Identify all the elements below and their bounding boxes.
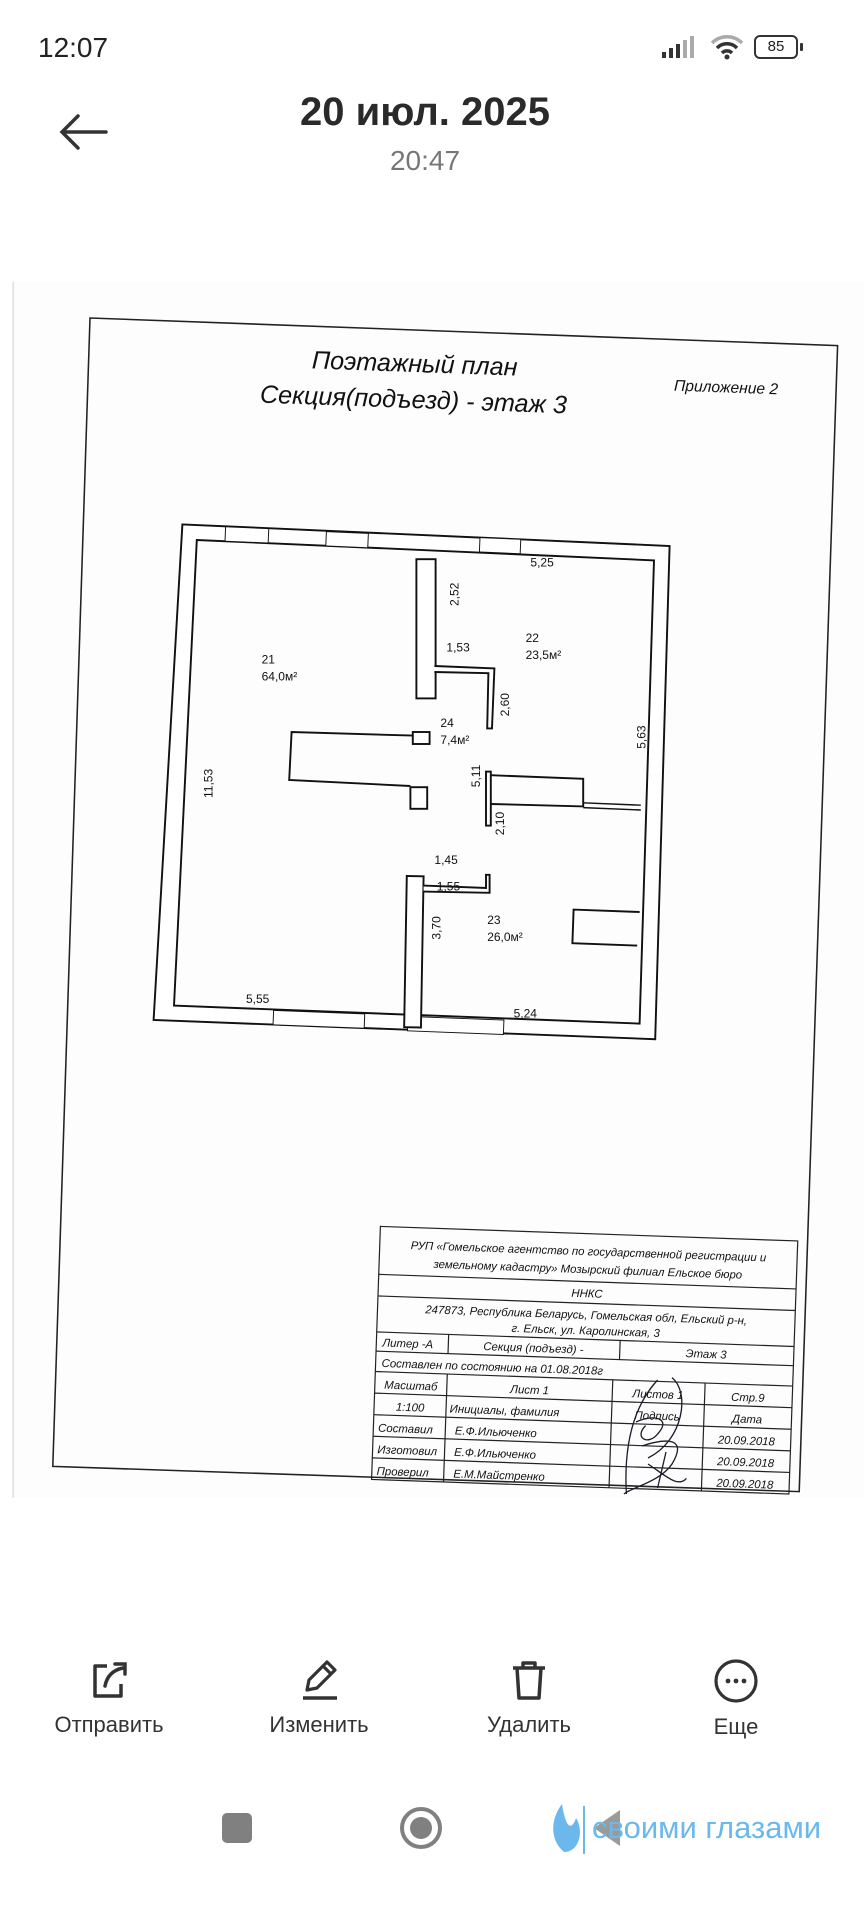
person-name: Е.Ф.Ильюченко bbox=[454, 1447, 536, 1462]
watermark: своими глазами bbox=[546, 1800, 821, 1856]
edit-label: Изменить bbox=[269, 1712, 369, 1737]
object-name: ННКС bbox=[571, 1288, 603, 1301]
plan-heading: Поэтажный план bbox=[311, 346, 518, 381]
sheets: Листов 1 bbox=[631, 1388, 683, 1402]
title-block: РУП «Гомельское агентство по государстве… bbox=[370, 1225, 799, 1495]
org-line-1: РУП «Гомельское агентство по государстве… bbox=[410, 1240, 767, 1264]
role: Изготовил bbox=[377, 1444, 438, 1458]
edit-button[interactable]: Изменить bbox=[239, 1658, 399, 1738]
dimension-label: 5,25 bbox=[530, 555, 554, 569]
back-nav-button[interactable] bbox=[590, 1808, 624, 1853]
dimension-label: 5,11 bbox=[469, 764, 483, 787]
scale: 1:100 bbox=[396, 1402, 426, 1415]
trash-icon bbox=[513, 1661, 545, 1700]
share-button[interactable]: Отправить bbox=[29, 1658, 189, 1738]
address-line-2: г. Ельск, ул. Каролинская, 3 bbox=[511, 1323, 660, 1340]
triangle-back-icon bbox=[594, 1810, 620, 1846]
date: 20.09.2018 bbox=[717, 1434, 776, 1448]
dimension-label: 1,53 bbox=[446, 641, 470, 655]
liter: Литер -А bbox=[381, 1338, 433, 1352]
date-label: Дата bbox=[730, 1413, 762, 1426]
signal-icon bbox=[662, 36, 694, 58]
more-icon bbox=[714, 1659, 758, 1703]
room-number: 23 bbox=[487, 913, 501, 927]
role: Составил bbox=[378, 1423, 434, 1437]
dimension-label: 3,70 bbox=[429, 916, 443, 940]
floor: Этаж 3 bbox=[685, 1348, 727, 1361]
action-bar: Отправить Изменить Удалить Еще bbox=[0, 1650, 864, 1760]
address-line-1: 247873, Республика Беларусь, Гомельская … bbox=[424, 1304, 747, 1327]
appendix-label: Приложение 2 bbox=[674, 378, 779, 399]
share-icon bbox=[93, 1662, 127, 1698]
dimension-label: 1,55 bbox=[437, 879, 461, 893]
dimension-label: 5,63 bbox=[635, 725, 649, 749]
dimension-label: 2,60 bbox=[498, 693, 512, 717]
state-date: Составлен по состоянию на 01.08.2018г bbox=[381, 1358, 603, 1378]
signature-label: Подпись bbox=[634, 1410, 680, 1424]
scale-label: Масштаб bbox=[384, 1380, 438, 1394]
room-number: 21 bbox=[262, 653, 276, 667]
dimension-label: 5,55 bbox=[246, 992, 270, 1006]
recents-button[interactable] bbox=[221, 1812, 253, 1849]
room-number: 22 bbox=[526, 631, 540, 645]
home-button[interactable] bbox=[399, 1806, 443, 1855]
date: 20.09.2018 bbox=[716, 1456, 775, 1470]
paper bbox=[12, 282, 864, 1498]
drawing-frame bbox=[51, 317, 839, 1493]
role: Проверил bbox=[376, 1466, 429, 1480]
wifi-icon bbox=[710, 35, 744, 60]
page-number: Стр.9 bbox=[731, 1392, 765, 1405]
person-name: Е.Ф.Ильюченко bbox=[455, 1425, 537, 1440]
arrow-left-icon bbox=[59, 114, 108, 150]
status-time: 12:07 bbox=[38, 32, 109, 63]
sheet: Лист 1 bbox=[509, 1384, 549, 1397]
home-circle-icon bbox=[400, 1807, 442, 1849]
back-button[interactable] bbox=[56, 110, 112, 154]
org-line-2: земельному кадастру» Мозырский филиал Ел… bbox=[432, 1259, 742, 1282]
plan-subheading: Секция(подъезд) - этаж 3 bbox=[260, 381, 568, 420]
dimension-label: 1,45 bbox=[434, 853, 458, 867]
dimension-label: 11,53 bbox=[201, 769, 215, 798]
initials-label: Инициалы, фамилия bbox=[449, 1404, 559, 1420]
dimension-label: 5,24 bbox=[514, 1007, 538, 1021]
share-label: Отправить bbox=[54, 1712, 164, 1737]
room-area: 7,4м² bbox=[440, 733, 469, 747]
floor-plan bbox=[152, 523, 671, 1041]
status-icons: 85 bbox=[660, 34, 803, 60]
section: Секция (подъезд) - bbox=[483, 1341, 584, 1356]
page-title: 20 июл. 2025 bbox=[300, 90, 550, 134]
page-subtitle: 20:47 bbox=[389, 145, 461, 176]
person-name: Е.М.Майстренко bbox=[453, 1469, 545, 1484]
edit-icon bbox=[303, 1660, 337, 1700]
dimension-label: 2,10 bbox=[493, 812, 507, 836]
more-button[interactable]: Еще bbox=[656, 1658, 816, 1740]
dimension-label: 2,52 bbox=[447, 582, 461, 606]
room-area: 26,0м² bbox=[487, 930, 523, 944]
square-icon bbox=[222, 1813, 252, 1843]
room-area: 64,0м² bbox=[262, 669, 298, 683]
watermark-text: своими глазами bbox=[592, 1810, 822, 1845]
signature bbox=[623, 1377, 687, 1495]
date: 20.09.2018 bbox=[715, 1478, 774, 1492]
delete-label: Удалить bbox=[487, 1712, 571, 1737]
more-label: Еще bbox=[713, 1714, 759, 1739]
delete-button[interactable]: Удалить bbox=[449, 1658, 609, 1738]
watermark-logo-icon bbox=[553, 1804, 585, 1854]
room-number: 24 bbox=[440, 716, 454, 730]
room-area: 23,5м² bbox=[526, 648, 562, 662]
battery-indicator: 85 bbox=[754, 35, 803, 59]
